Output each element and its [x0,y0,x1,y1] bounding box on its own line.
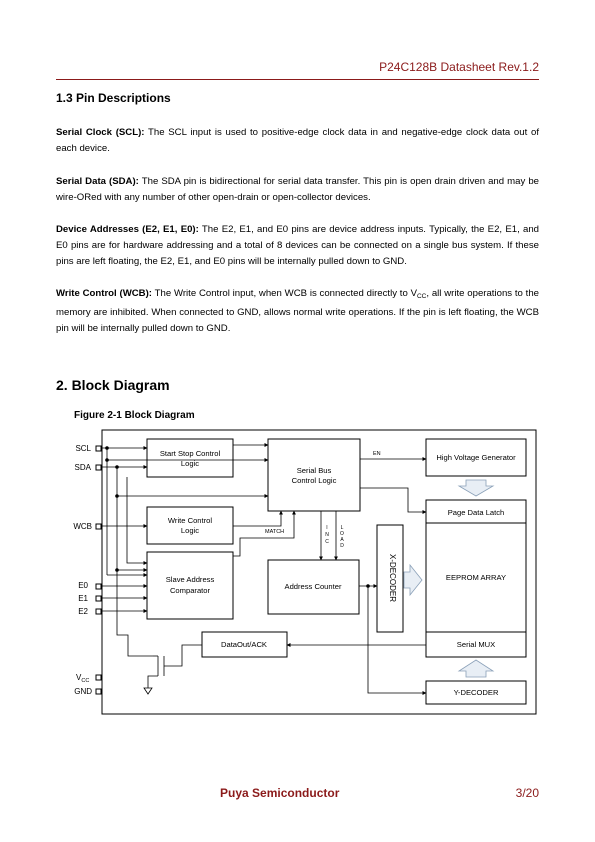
paragraph-write-control: Write Control (WCB): The Write Control i… [56,286,539,337]
pin-e0-square [95,583,102,590]
wire-serialbus-to-latch [360,487,427,514]
desc-sda: The SDA pin is bidirectional for serial … [56,176,539,203]
label-slave-2: Comparator [170,586,211,595]
desc-write-control-a: The Write Control input, when WCB is con… [152,288,417,299]
pin-label-e2: E2 [78,607,88,616]
term-scl: Serial Clock (SCL): [56,127,145,138]
block-eeprom-array [425,522,527,633]
signal-load-a: A [340,537,344,543]
label-eeprom: EEPROM ARRAY [446,573,506,582]
dot-scl-2 [105,458,109,462]
block-serial-bus-control-logic [267,438,361,512]
label-write-ctrl-2: Logic [181,526,199,535]
desc-write-control-sub: CC [416,293,427,300]
wire-writectrl-to-serialbus [233,510,283,527]
term-sda: Serial Data (SDA): [56,176,139,187]
label-start-stop-1: Start Stop Control [160,449,221,458]
pin-label-e0: E0 [78,581,88,590]
dot-addr [366,584,370,588]
pin-label-sda: SDA [75,463,92,472]
wire-dataout-to-fet [164,644,202,667]
ground-symbol [143,687,153,695]
wire-startstop-to-slave [126,477,148,565]
paragraph-sda: Serial Data (SDA): The SDA pin is bidire… [56,174,539,206]
signal-inc-i: I [326,525,327,531]
label-dataout: DataOut/ACK [221,640,267,649]
pin-gnd-square [95,688,102,695]
pin-wcb-square [95,523,102,530]
pin-label-vcc-main: V [76,673,82,682]
pin-e1-square [95,595,102,602]
block-dataout-ack [201,631,288,658]
label-serial-mux: Serial MUX [457,640,495,649]
pin-scl-square [95,445,102,452]
signal-en: EN [373,451,381,457]
diagram-frame [101,429,537,715]
label-slave-1: Slave Address [166,575,215,584]
wire-addr-to-ydec [367,586,427,695]
paragraph-scl: Serial Clock (SCL): The SCL input is use… [56,125,539,157]
signal-match: MATCH [265,529,284,535]
block-serial-mux [425,631,527,658]
signal-load-l: L [341,525,344,531]
pin-sda-square [95,464,102,471]
pin-label-gnd: GND [74,687,92,696]
dot-sda-2 [115,494,119,498]
wires [101,443,427,695]
dot-scl [105,446,109,450]
label-x-decoder: X-DECODER [388,554,397,602]
dot-sda-3 [115,568,119,572]
pin-label-wcb: WCB [73,522,92,531]
footer-page-number: 3/20 [515,786,539,800]
pin-label-scl: SCL [75,444,91,453]
ydec-to-mux-arrow [457,659,495,678]
dot-sda [115,465,119,469]
block-start-stop-logic [146,438,234,478]
pin-label-vcc: VCC [76,673,89,684]
wire-sda-to-fet [116,570,153,657]
block-write-control-logic [146,506,234,545]
wire-match [233,510,296,557]
header-title: P24C128B Datasheet Rev.1.2 [379,60,539,74]
desc-device-addresses: The E2, E1, and E0 pins are device addre… [56,224,540,267]
term-device-addresses: Device Addresses (E2, E1, E0): [56,224,199,235]
pin-squares [95,445,102,695]
xdec-to-eeprom-arrow [403,563,423,597]
signal-load: L O A D [340,525,344,549]
pin-label-vcc-sub: CC [81,678,89,684]
label-write-ctrl-1: Write Control [168,516,212,525]
footer-company: Puya Semiconductor [220,786,340,800]
label-serial-bus-2: Control Logic [292,476,337,485]
signal-load-d: D [340,543,344,549]
label-serial-bus-1: Serial Bus [297,466,332,475]
desc-scl: The SCL input is used to positive-edge c… [56,127,539,154]
hv-to-latch-arrow [457,479,495,497]
signal-inc-n: N [325,532,329,538]
pin-e2-square [95,608,102,615]
figure-caption: Figure 2-1 Block Diagram [74,410,195,421]
header-rule [56,79,539,80]
label-y-decoder: Y-DECODER [454,688,499,697]
fet-source [147,675,158,688]
label-address-counter: Address Counter [285,582,342,591]
desc-write-control-b: , all write operations to the memory are… [56,288,539,334]
paragraph-device-addresses: Device Addresses (E2, E1, E0): The E2, E… [56,222,539,270]
signal-inc-c: C [325,539,329,545]
label-start-stop-2: Logic [181,459,199,468]
pin-vcc-square [95,674,102,681]
pin-label-e1: E1 [78,594,88,603]
term-write-control: Write Control (WCB): [56,288,152,299]
label-page-latch: Page Data Latch [448,508,505,517]
signal-inc: I N C [325,525,329,545]
block-high-voltage-generator [425,438,527,477]
label-hv-gen: High Voltage Generator [436,453,516,462]
junction-dots [105,446,370,588]
section-heading-pin-descriptions: 1.3 Pin Descriptions [56,91,171,105]
block-address-counter [267,559,360,615]
signal-load-o: O [340,531,344,537]
section-heading-block-diagram: 2. Block Diagram [56,377,170,393]
block-x-decoder [376,524,404,633]
